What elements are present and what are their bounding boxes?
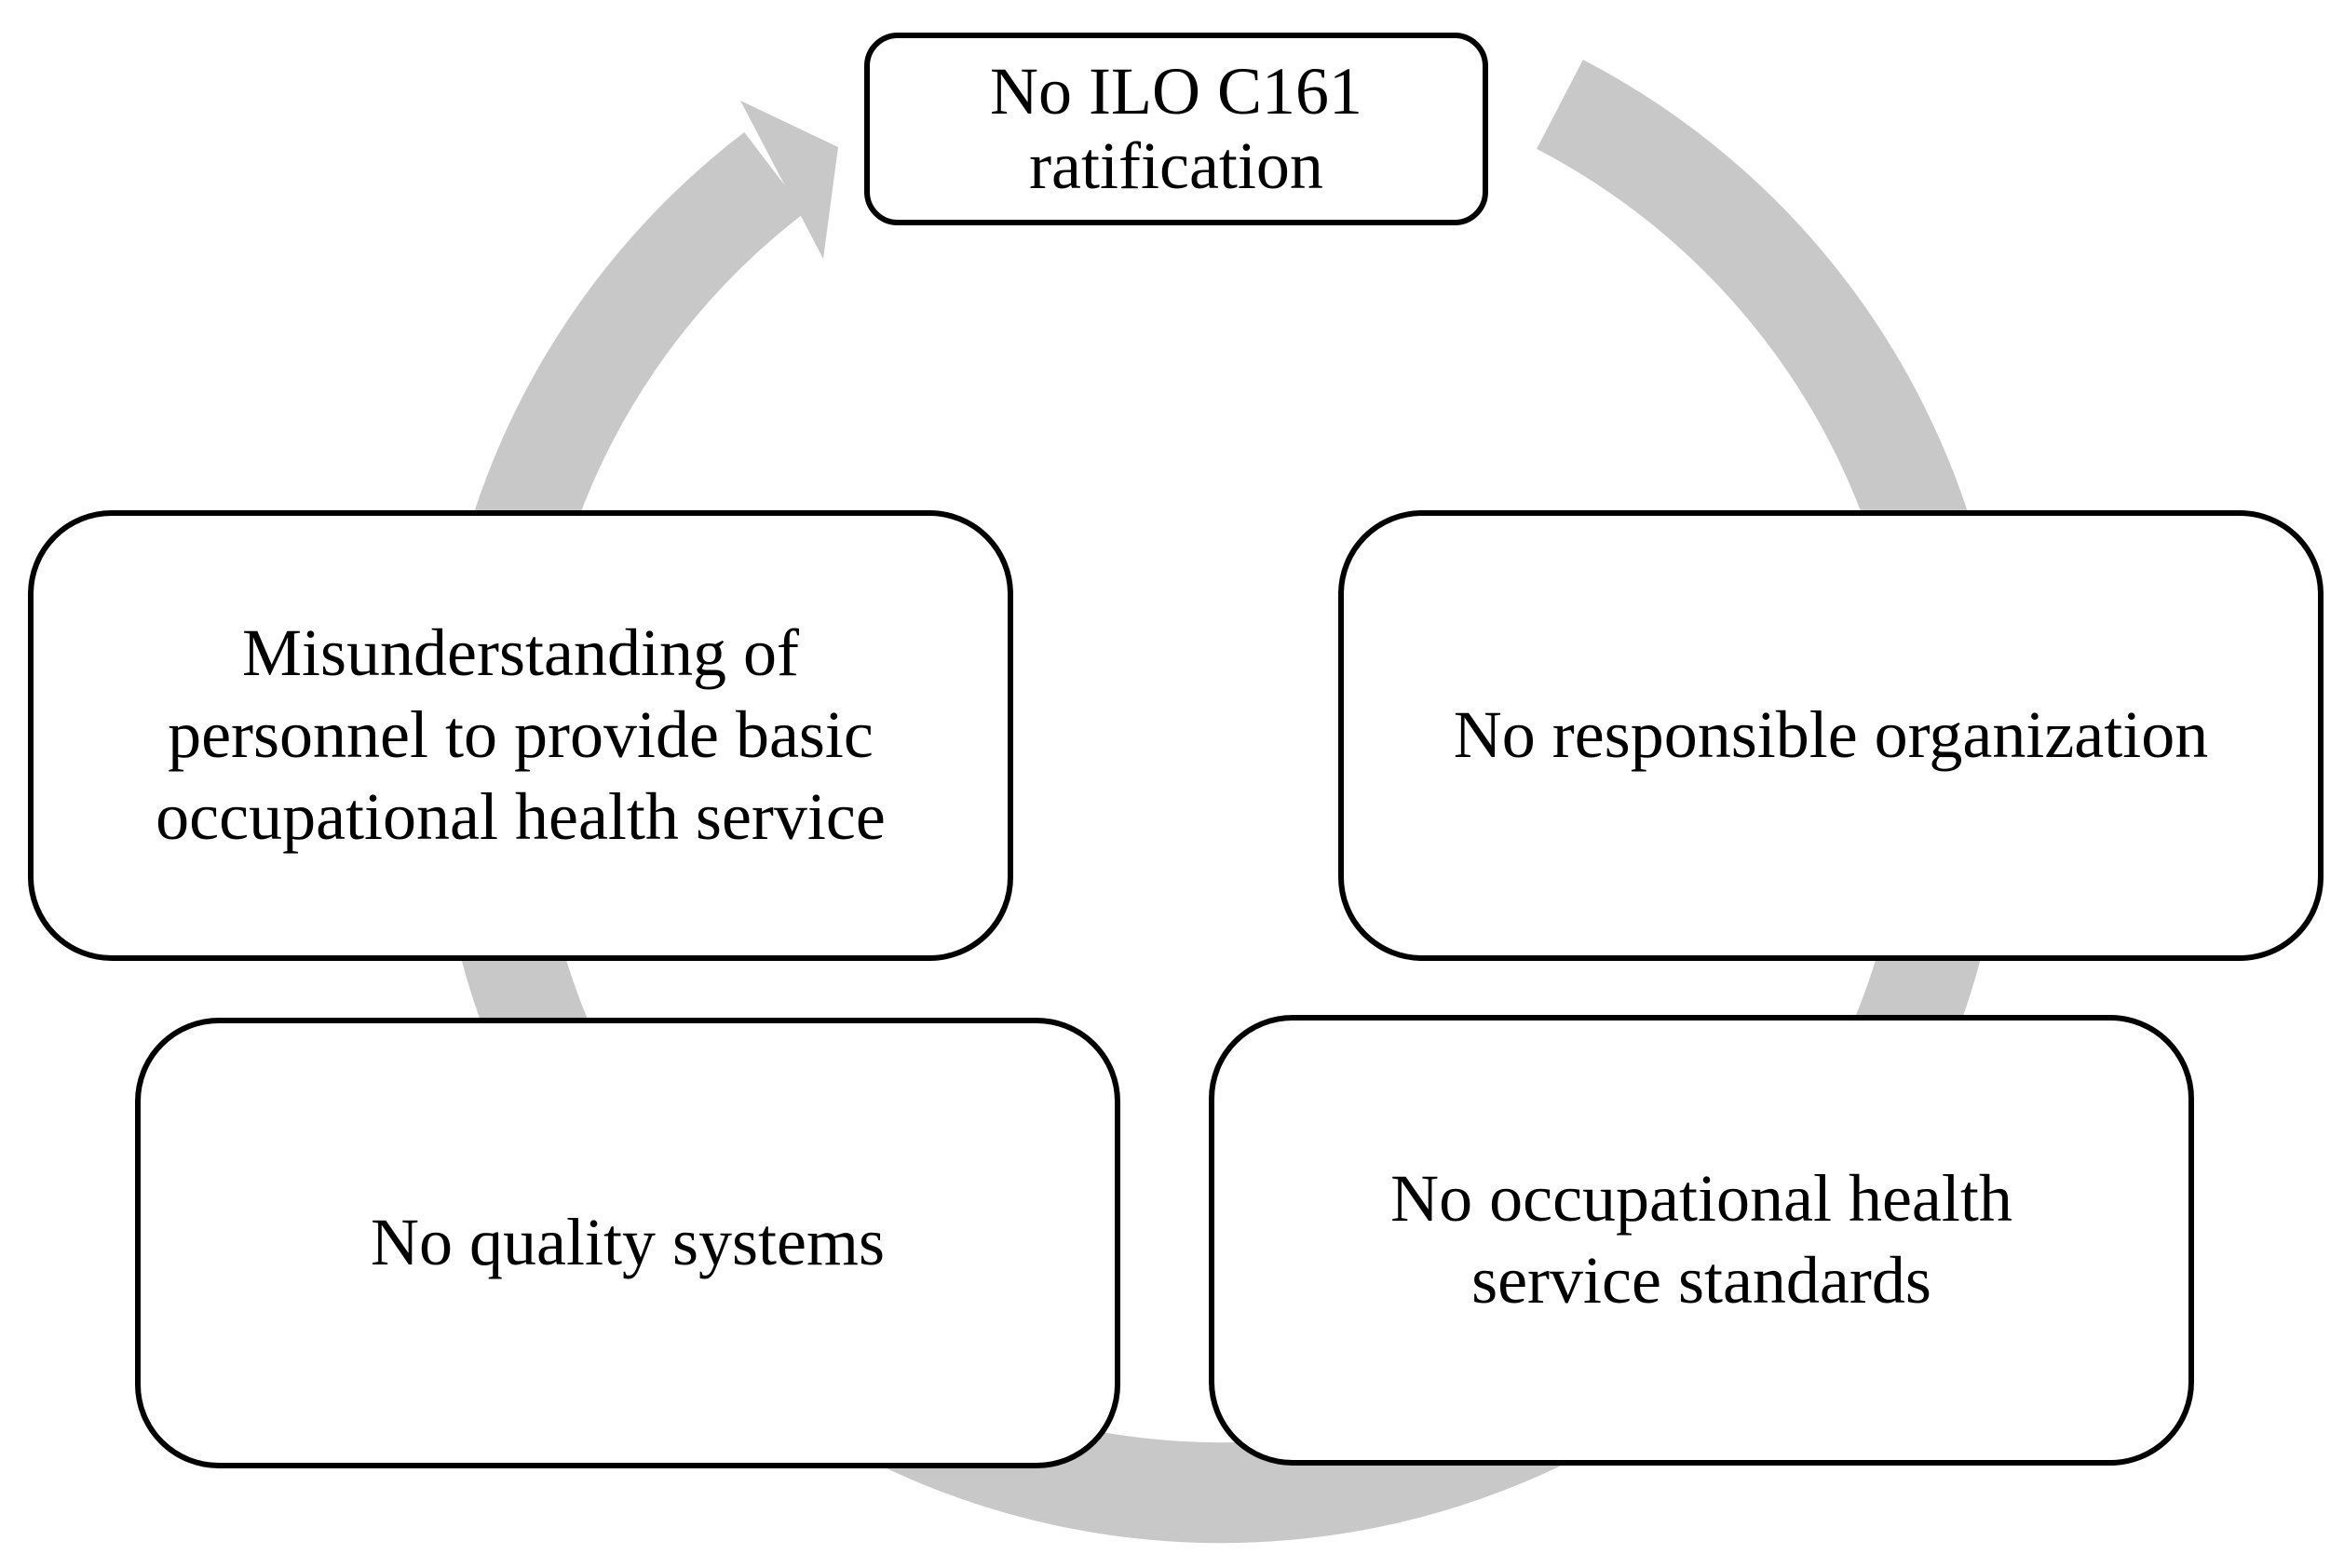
node-label: No quality systems: [371, 1205, 885, 1280]
node-no-ilo-c161-ratification: No ILO C161 ratification: [864, 33, 1488, 225]
node-no-occupational-health-service-standards: No occupational health service standards: [1209, 1015, 2194, 1466]
node-label: No occupational health service standards: [1390, 1161, 2012, 1318]
node-misunderstanding-of-personnel: Misunderstanding of personnel to provide…: [28, 510, 1013, 961]
node-label: No responsible organization: [1453, 697, 2209, 773]
node-label: No ILO C161 ratification: [990, 54, 1362, 203]
cycle-arrowhead: [740, 101, 838, 259]
node-label: Misunderstanding of personnel to provide…: [156, 615, 886, 854]
node-no-responsible-organization: No responsible organization: [1338, 510, 2324, 961]
node-no-quality-systems: No quality systems: [135, 1018, 1120, 1468]
